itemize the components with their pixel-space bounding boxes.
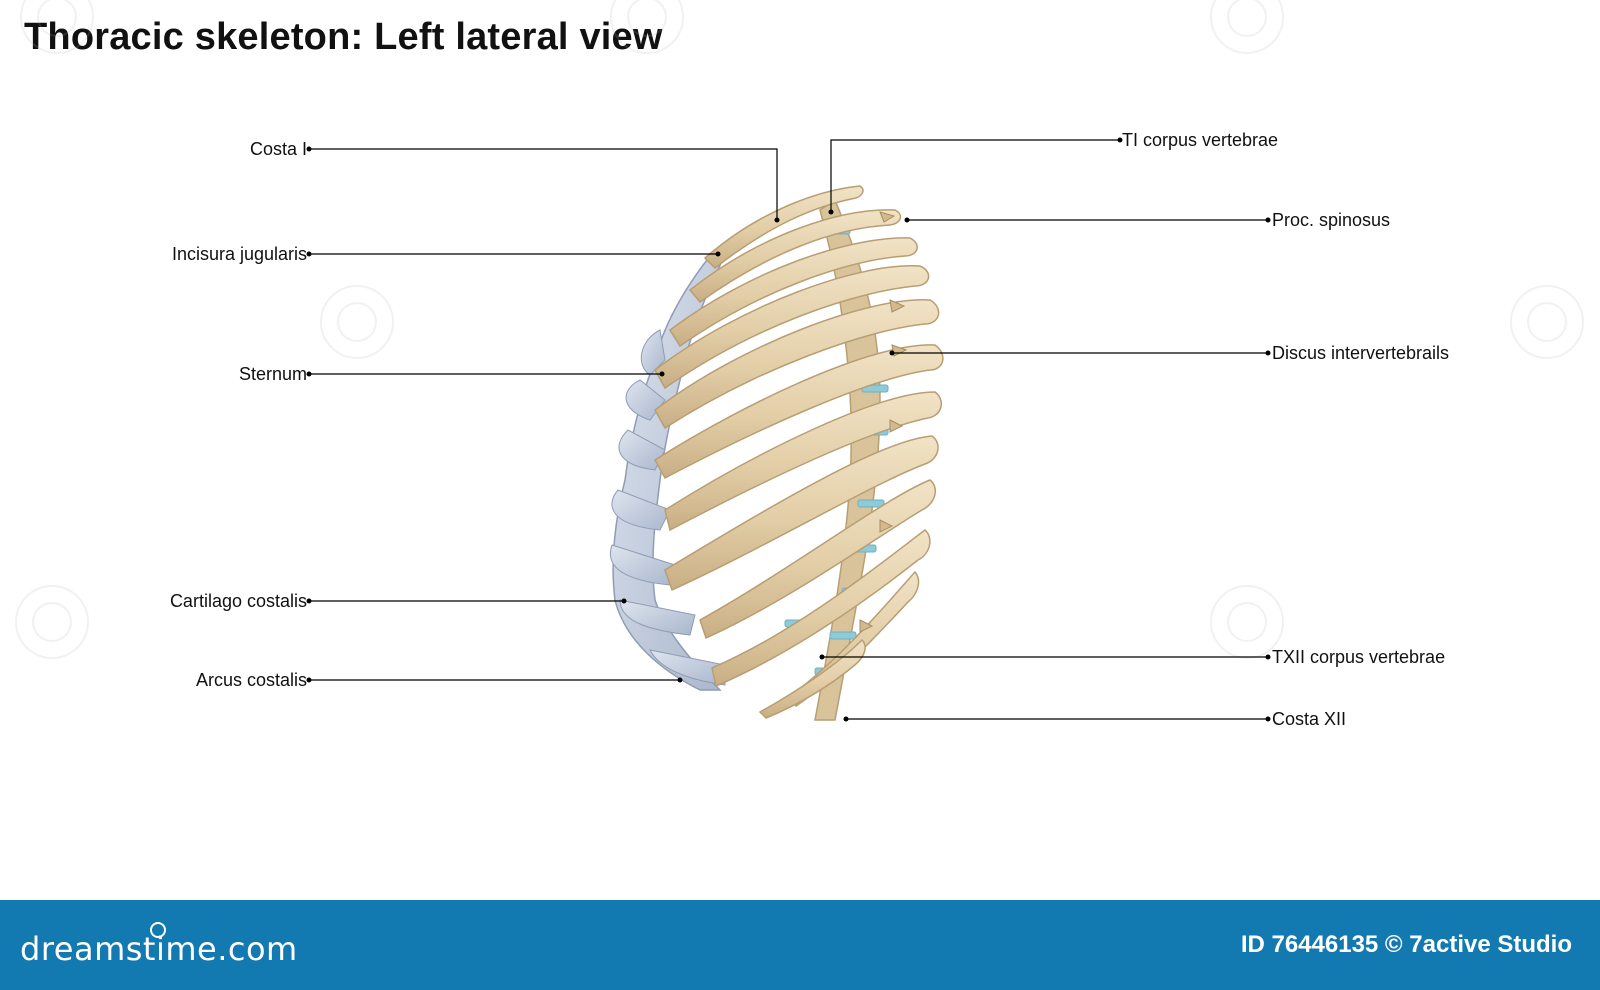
- label-ti-corpus-vertebrae: TI corpus vertebrae: [1122, 130, 1279, 150]
- watermark-icon: [15, 585, 89, 659]
- label-sternum: Sternum: [238, 364, 307, 384]
- leader-dots: [306, 137, 1271, 722]
- rib-12: [758, 638, 866, 719]
- rib-10: [711, 529, 931, 688]
- rib-2: [688, 209, 902, 304]
- label-proc-spinosus: Proc. spinosus: [1272, 210, 1391, 230]
- rib-7: [664, 391, 943, 532]
- label-txii-corpus-vertebrae: TXII corpus vertebrae: [1272, 647, 1446, 667]
- watermark-icon: [1510, 285, 1584, 359]
- leader-costa-i: [309, 148, 778, 220]
- rib-5: [654, 299, 940, 430]
- label-costa-i: Costa I: [249, 139, 307, 159]
- rib-3: [668, 237, 918, 348]
- watermark-icon: [1210, 585, 1284, 659]
- brand-mark-icon: [150, 922, 166, 938]
- rib-9: [699, 479, 937, 640]
- label-cartilago-costalis: Cartilago costalis: [169, 591, 307, 611]
- sternum-and-cartilage: [610, 249, 727, 691]
- ribs: [654, 185, 944, 719]
- label-costa-xii: Costa XII: [1272, 709, 1347, 729]
- rib-4: [654, 265, 930, 390]
- spinous-processes: [859, 211, 908, 633]
- label-arcus-costalis: Arcus costalis: [195, 670, 307, 690]
- label-incisura-jugularis: Incisura jugularis: [171, 244, 307, 264]
- watermark-icon: [320, 285, 394, 359]
- leader-lines: [309, 139, 1268, 720]
- image-credit: ID 76446135 © 7active Studio: [1240, 931, 1572, 958]
- footer-bar: dreamstime.com ID 76446135 © 7active Stu…: [0, 900, 1600, 990]
- leader-ti-corpus-vertebrae: [830, 139, 1120, 212]
- label-discus-intervertebrails: Discus intervertebrails: [1272, 343, 1450, 363]
- thoracic-skeleton-illustration: [306, 137, 1271, 722]
- rib-8: [664, 435, 939, 592]
- rib-6: [654, 344, 944, 480]
- page-title: Thoracic skeleton: Left lateral view: [24, 16, 663, 58]
